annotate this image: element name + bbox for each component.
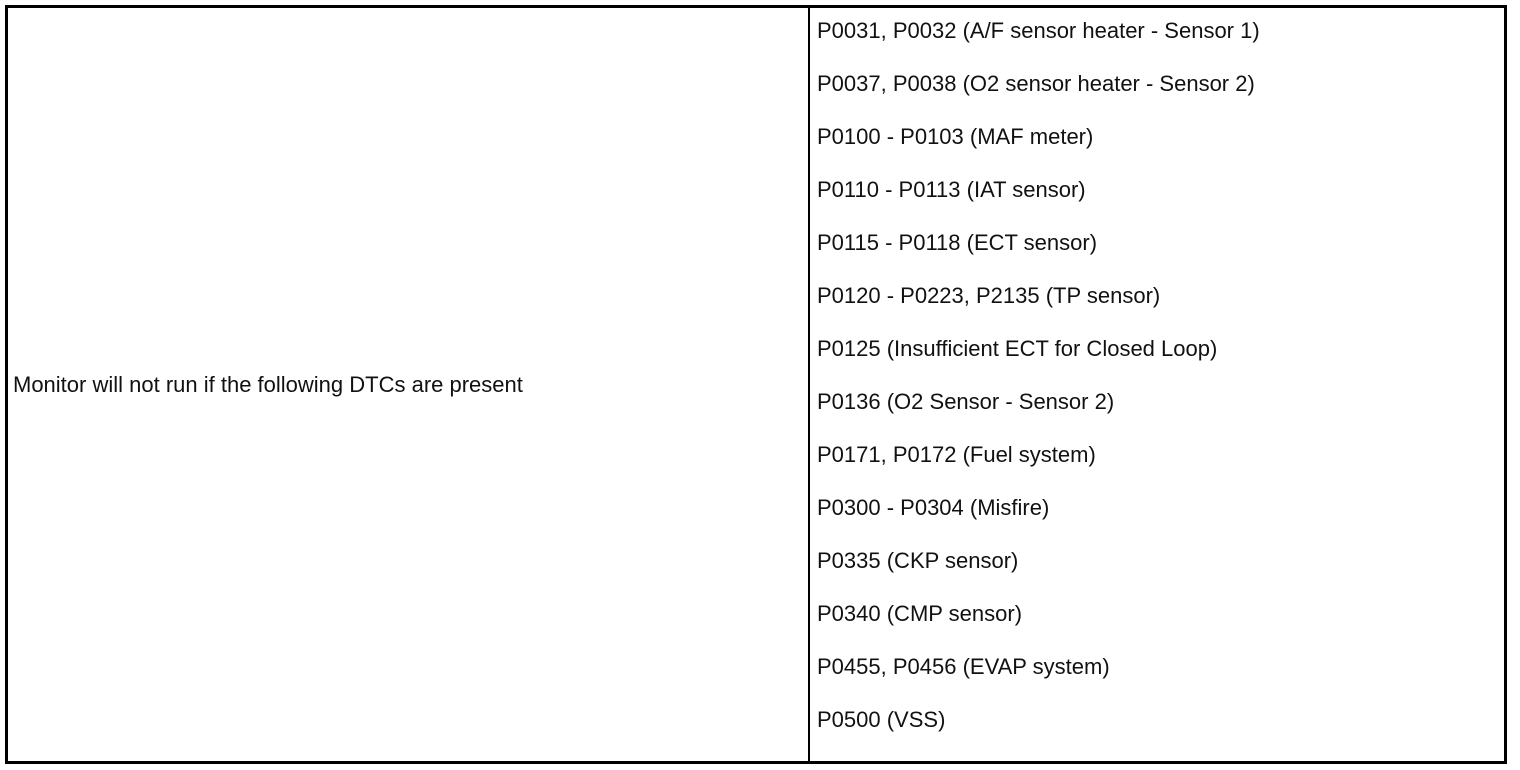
condition-label: Monitor will not run if the following DT… [13,371,523,397]
dtc-item: P0120 - P0223, P2135 (TP sensor) [817,283,1161,308]
dtc-item: P0455, P0456 (EVAP system) [817,654,1110,679]
dtc-item: P0335 (CKP sensor) [817,548,1019,573]
condition-cell: Monitor will not run if the following DT… [8,8,810,761]
dtc-item: P0340 (CMP sensor) [817,601,1023,626]
dtc-list-cell: P0031, P0032 (A/F sensor heater - Sensor… [810,8,1504,761]
dtc-item: P0171, P0172 (Fuel system) [817,442,1096,467]
dtc-table: Monitor will not run if the following DT… [5,5,1507,764]
dtc-item: P0300 - P0304 (Misfire) [817,495,1050,520]
dtc-item: P0500 (VSS) [817,707,946,732]
dtc-item: P0100 - P0103 (MAF meter) [817,124,1094,149]
dtc-item: P0136 (O2 Sensor - Sensor 2) [817,389,1115,414]
dtc-item: P0037, P0038 (O2 sensor heater - Sensor … [817,71,1255,96]
dtc-item: P0110 - P0113 (IAT sensor) [817,177,1086,202]
dtc-item: P0125 (Insufficient ECT for Closed Loop) [817,336,1218,361]
dtc-item: P0115 - P0118 (ECT sensor) [817,230,1098,255]
dtc-item: P0031, P0032 (A/F sensor heater - Sensor… [817,18,1260,43]
